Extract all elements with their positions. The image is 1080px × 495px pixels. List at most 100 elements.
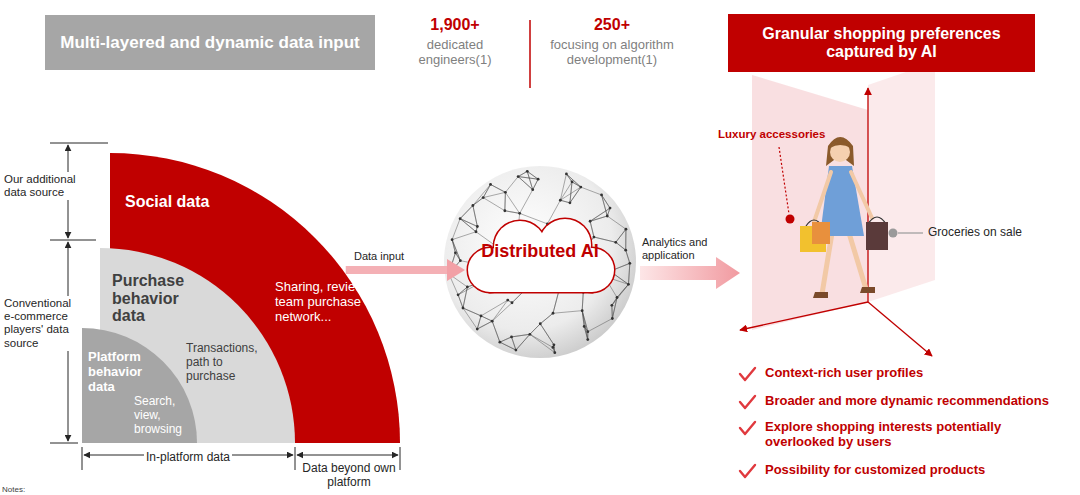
mesh-line (483, 192, 505, 197)
mesh-dot (539, 322, 542, 325)
mesh-line (512, 334, 530, 337)
dimension-label: In-platform data (144, 450, 232, 466)
mesh-line (590, 216, 607, 221)
mesh-dot (537, 178, 540, 181)
mesh-line (483, 198, 505, 211)
text-holder: Possibility for customized products (765, 463, 1075, 478)
mesh-line (590, 208, 610, 221)
mesh-dot (518, 212, 521, 215)
text-holder: In-platform data (128, 447, 248, 466)
text-holder: Notes: (2, 485, 62, 494)
text-holder: 1,900+ (395, 16, 515, 34)
mesh-line (612, 297, 617, 318)
mesh-line (581, 187, 602, 195)
mesh-dot (609, 207, 612, 210)
mesh-line (483, 184, 490, 197)
mesh-line (612, 297, 617, 318)
edge-label: Data input (352, 250, 406, 263)
mesh-dot (553, 351, 556, 354)
text-holder: Groceries on sale (928, 226, 1068, 240)
mesh-dot (528, 333, 531, 336)
mesh-line (481, 316, 492, 321)
mesh-line (492, 300, 508, 321)
mesh-dot (586, 338, 589, 341)
mesh-line (512, 337, 516, 350)
mesh-line (572, 182, 581, 187)
mesh-line (504, 192, 506, 210)
leader-line (898, 232, 923, 233)
band-title: Purchase behavior data (112, 272, 204, 325)
mesh-line (460, 205, 473, 218)
mesh-dot (489, 183, 492, 186)
mesh-line (616, 242, 626, 250)
preference-plane (752, 75, 868, 330)
text-holder: Analytics and application (642, 236, 734, 261)
mesh-line (473, 198, 483, 206)
divider-line (529, 20, 531, 88)
mesh-line (566, 174, 580, 187)
text-holder: Data beyond own platform (300, 462, 398, 490)
stat-caption: focusing on algorithm development(1) (534, 38, 690, 68)
mesh-line (500, 337, 512, 342)
mesh-line (473, 205, 477, 226)
mesh-line (602, 195, 610, 208)
mesh-dot (506, 299, 509, 302)
mesh-dot (610, 304, 613, 307)
mesh-dot (553, 343, 556, 346)
mesh-dot (625, 228, 628, 231)
mesh-line (512, 334, 530, 337)
band-fill (82, 328, 197, 443)
mesh-line (504, 192, 506, 210)
banner-text: Multi-layered and dynamic data input (60, 33, 359, 53)
mesh-line (582, 311, 584, 327)
mesh-line (533, 179, 538, 190)
mesh-dot (600, 194, 603, 197)
mesh-line (582, 311, 588, 340)
mesh-line (533, 179, 538, 190)
text-holder: Conventional e-commerce players' data so… (2, 296, 80, 351)
mesh-line (452, 232, 476, 240)
mesh-line (473, 205, 477, 226)
mesh-line (617, 284, 628, 297)
mesh-dot (569, 201, 572, 204)
mesh-line (527, 171, 532, 189)
mesh-line (616, 242, 626, 250)
mesh-dot (476, 328, 479, 331)
mesh-dot (510, 336, 513, 339)
mesh-line (463, 308, 481, 316)
text-holder: Data input (352, 246, 422, 264)
mesh-line (626, 250, 630, 263)
mesh-line (460, 219, 477, 227)
text-holder: Purchase behavior data (112, 272, 204, 325)
mesh-dot (462, 307, 465, 310)
mesh-line (625, 229, 626, 250)
band-body: Search, view, browsing (134, 395, 194, 436)
mesh-dot (579, 186, 582, 189)
mesh-line (590, 208, 610, 221)
marker-dot (786, 215, 795, 224)
cloud-text: Distributed AI (480, 241, 600, 262)
mesh-line (460, 205, 473, 218)
section-banner: Granular shopping preferences captured b… (728, 14, 1035, 72)
mesh-line (473, 184, 491, 205)
marker-dot (889, 229, 898, 238)
mesh-line (458, 295, 463, 308)
text-holder: Social data (125, 193, 255, 211)
mesh-line (560, 200, 570, 203)
data-layer-band: Platform behavior dataSearch, view, brow… (82, 328, 197, 443)
mesh-dot (586, 330, 589, 333)
mesh-line (628, 263, 629, 284)
mesh-line (477, 321, 492, 329)
mesh-dot (593, 236, 596, 239)
mesh-line (590, 221, 594, 237)
mesh-line (527, 171, 538, 179)
mesh-line (481, 300, 508, 316)
mesh-line (492, 321, 500, 342)
mesh-dot (457, 293, 460, 296)
mesh-line (505, 211, 520, 214)
mesh-dot (466, 286, 469, 289)
mesh-line (458, 295, 463, 308)
mesh-line (481, 316, 492, 321)
text-holder: Sharing, reviews, team purchase network.… (275, 280, 375, 325)
mesh-dot (498, 341, 501, 344)
